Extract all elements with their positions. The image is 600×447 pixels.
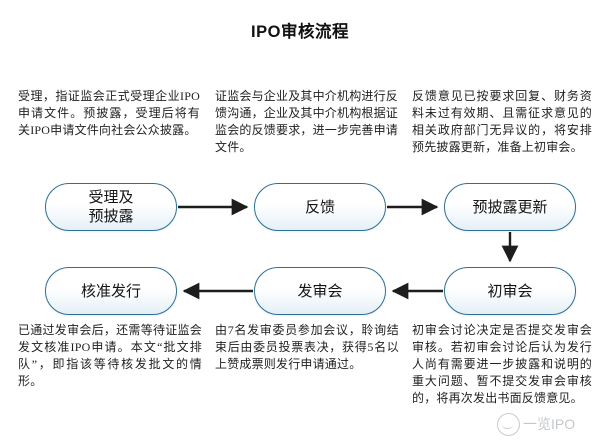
node-label: 核准发行 bbox=[80, 282, 141, 300]
page-title: IPO审核流程 bbox=[251, 23, 349, 41]
note-acceptance-predisclosure: 受理，指证监会正式受理企业IPO申请文件。预披露，受理后将有关IPO申请文件向社… bbox=[18, 89, 200, 137]
note-preliminary-review: 初审会讨论决定是否提交发审会审核。若初审会讨论后认为发行人尚有需要进一步披露和说… bbox=[412, 323, 592, 405]
node-predisclosure-update[interactable]: 预披露更新 bbox=[444, 183, 576, 231]
node-approval-issue[interactable]: 核准发行 bbox=[45, 267, 177, 315]
node-issuance-committee[interactable]: 发审会 bbox=[254, 267, 386, 315]
node-label: 预披露更新 bbox=[472, 198, 548, 216]
watermark-text: 一览IPO bbox=[523, 416, 576, 432]
node-label: 受理及 预披露 bbox=[88, 189, 134, 225]
node-acceptance-predisclosure[interactable]: 受理及 预披露 bbox=[45, 183, 177, 231]
node-label: 反馈 bbox=[304, 198, 335, 216]
note-approval-issue: 已通过发审会后，还需等待证监会发文核准IPO申请。本文“批文排队”，即指该等待核… bbox=[18, 323, 202, 388]
circle-smile-logo-icon bbox=[497, 412, 520, 436]
note-issuance-committee: 由7名发审委员参加会议，聆询结束后由委员投票表决，获得5名以上赞成票则发行申请通… bbox=[215, 323, 399, 371]
node-label: 初审会 bbox=[487, 282, 533, 300]
node-preliminary-review[interactable]: 初审会 bbox=[444, 267, 576, 315]
node-label: 发审会 bbox=[297, 282, 343, 300]
note-predisclosure-update: 反馈意见已按要求回复、财务资料未过有效期、且需征求意见的相关政府部门无异议的，将… bbox=[412, 89, 592, 154]
note-feedback: 证监会与企业及其中介机构进行反馈沟通，企业及其中介机构根据证监会的反馈要求，进一… bbox=[215, 89, 399, 154]
node-feedback[interactable]: 反馈 bbox=[254, 183, 386, 231]
watermark: 一览IPO bbox=[497, 409, 597, 439]
